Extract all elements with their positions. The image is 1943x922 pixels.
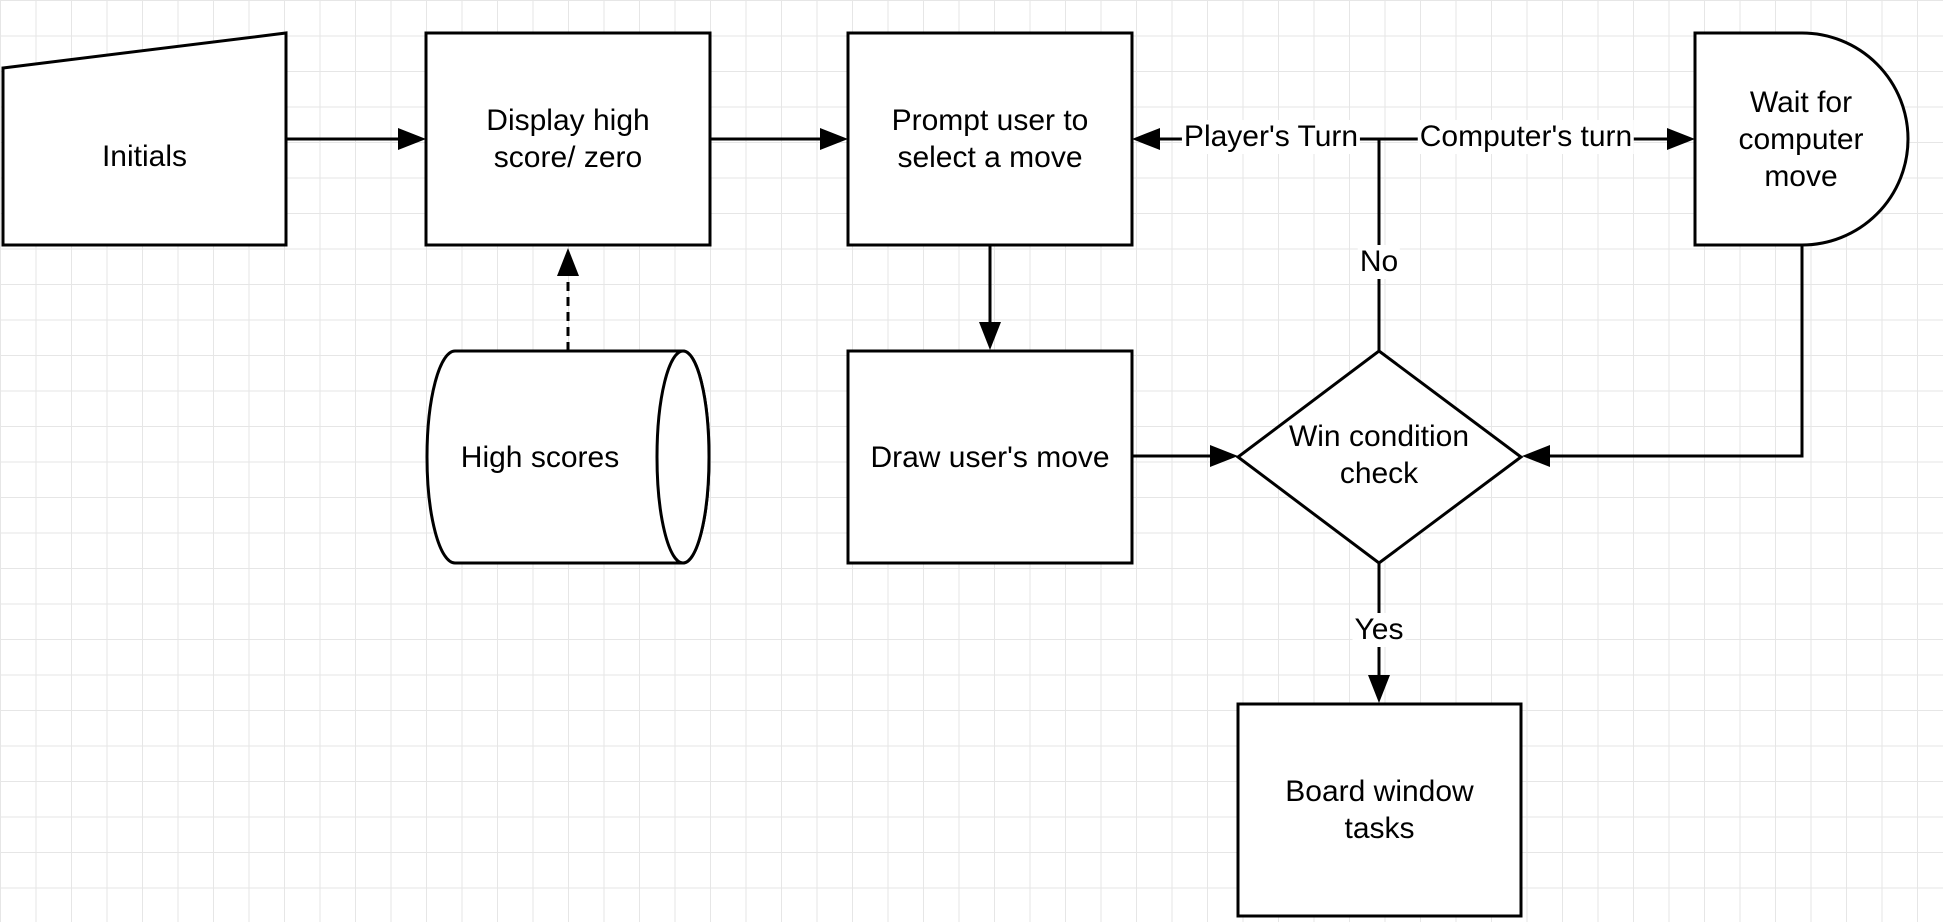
edge-wait-to-wincheck[interactable] bbox=[1548, 245, 1804, 458]
board-window-label: Board window tasks bbox=[1285, 775, 1474, 845]
display-high-score-shape[interactable] bbox=[424, 31, 712, 247]
board-window-shape[interactable] bbox=[1236, 702, 1523, 918]
computers-turn-label: Computer's turn bbox=[1417, 120, 1635, 154]
yes-label: Yes bbox=[1352, 613, 1406, 647]
no-label: No bbox=[1357, 245, 1401, 279]
initials-label: Initials bbox=[101, 140, 188, 173]
arrowhead bbox=[557, 248, 579, 276]
arrowhead bbox=[1522, 445, 1550, 467]
players-turn-label: Player's Turn bbox=[1181, 120, 1361, 154]
high-scores-cylinder-end bbox=[655, 349, 711, 565]
prompt-user-shape[interactable] bbox=[846, 31, 1134, 247]
arrowhead bbox=[1368, 675, 1390, 703]
arrowhead bbox=[1132, 128, 1160, 150]
high-scores-label: High scores bbox=[460, 440, 620, 474]
display-high-score-label: Display high score/ zero bbox=[486, 104, 650, 174]
arrowhead bbox=[398, 128, 426, 150]
draw-user-move-shape[interactable] bbox=[846, 349, 1134, 565]
wait-computer-label: Wait for computer move bbox=[1738, 85, 1864, 193]
shapes bbox=[1, 31, 1910, 918]
arrowhead bbox=[820, 128, 848, 150]
wait-computer-shape[interactable] bbox=[1693, 31, 1910, 247]
arrowhead bbox=[1210, 445, 1238, 467]
prompt-user-label: Prompt user to select a move bbox=[891, 104, 1089, 174]
arrowhead bbox=[1667, 128, 1695, 150]
win-check-label: Win condition check bbox=[1288, 420, 1470, 490]
draw-user-move-label: Draw user's move bbox=[870, 440, 1110, 474]
win-check-shape[interactable] bbox=[1235, 349, 1524, 565]
initials-shape[interactable] bbox=[1, 31, 288, 247]
arrowhead bbox=[979, 322, 1001, 350]
